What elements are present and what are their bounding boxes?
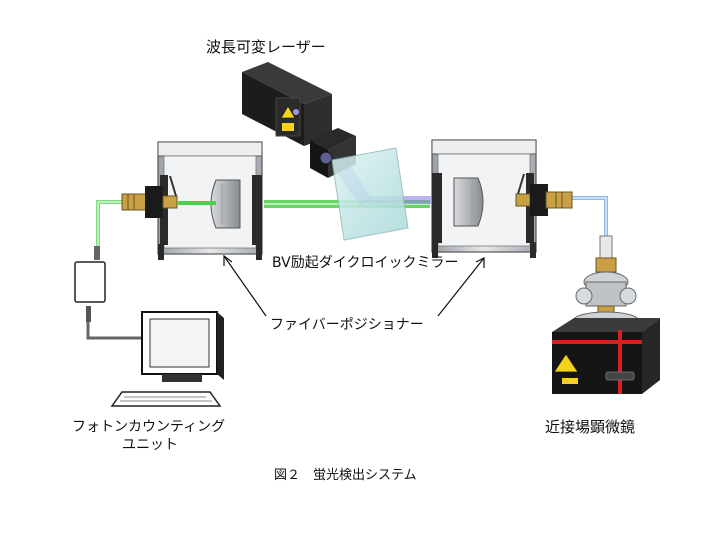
right-fiber-positioner [431,139,573,258]
computer [110,311,224,407]
dichroic-mirror [331,147,409,241]
tunable-laser [242,62,356,178]
green-fiber [96,200,130,255]
dichroic-mirror-label: BV励起ダイクロイックミラー [272,255,459,271]
blue-fiber [570,196,608,238]
photon-counting-label-line2: ユニット [122,437,178,453]
figure-caption: 図２ 蛍光検出システム [274,468,417,483]
tunable-laser-label: 波長可変レーザー [206,38,326,56]
photon-counting-label-line1: フォトンカウンティング [72,419,226,435]
fiber-positioner-label: ファイバーポジショナー [270,317,424,333]
left-fiber-positioner [121,141,263,260]
microscope-label: 近接場顕微鏡 [545,418,636,436]
photon-counting-unit [74,246,142,340]
near-field-microscope [552,235,660,394]
positioner-pointer-arrows [223,254,485,317]
